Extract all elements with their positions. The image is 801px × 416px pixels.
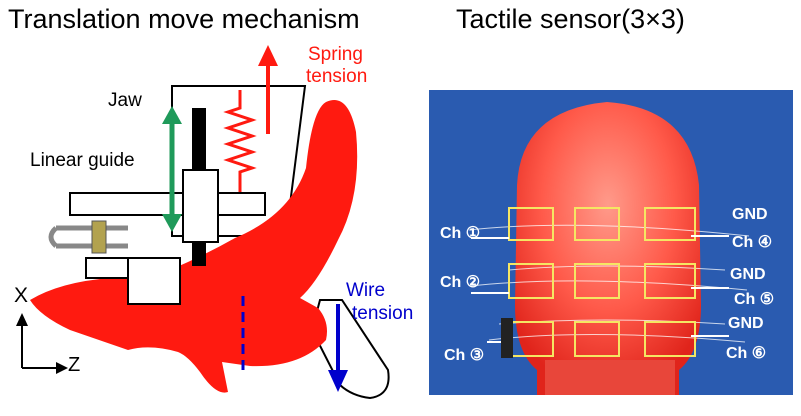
sensor-cell-2-1 xyxy=(508,263,554,299)
silicone-tongue xyxy=(515,102,701,395)
sensor-clip xyxy=(501,318,513,358)
sensor-cell-2-2 xyxy=(574,263,620,299)
wire-tension-label-1: Wire xyxy=(346,280,386,301)
axis-x-label: X xyxy=(14,284,29,307)
ch1-label: Ch ① xyxy=(440,225,481,242)
guide-arrow-head-up xyxy=(162,106,182,124)
base-block xyxy=(127,257,181,305)
guide-arrow-head-down xyxy=(162,214,182,232)
sensor-cell-1-3 xyxy=(644,207,696,241)
left-panel-title: Translation move mechanism xyxy=(8,4,360,34)
sensor-cell-1-2 xyxy=(574,207,620,241)
tactile-sensor-photo xyxy=(429,90,793,395)
ch5-label: Ch ⑤ xyxy=(734,291,775,308)
spring-zigzag xyxy=(223,90,257,192)
ch6-label: Ch ⑥ xyxy=(726,345,767,362)
tongue-base xyxy=(545,360,675,395)
spring-arrow-head xyxy=(258,45,278,66)
ch2-label: Ch ② xyxy=(440,274,481,291)
spring-tension-label-2: tension xyxy=(306,66,368,87)
sensor-cell-2-3 xyxy=(644,263,696,299)
tongue-shape xyxy=(30,100,358,393)
sensor-cell-1-1 xyxy=(508,207,554,241)
gnd1-label: GND xyxy=(732,206,768,223)
jaw-label: Jaw xyxy=(108,90,142,111)
bolt-nut xyxy=(91,220,107,254)
wire-arrow-head xyxy=(328,370,348,392)
spring-tension-label-1: Spring xyxy=(308,44,363,65)
spring-bolt xyxy=(48,225,128,249)
ch3-label: Ch ③ xyxy=(444,347,485,364)
sensor-cell-3-3 xyxy=(644,321,696,357)
sensor-grid xyxy=(508,207,696,357)
ch4-label: Ch ④ xyxy=(732,234,773,251)
label-leader-lines xyxy=(471,235,729,343)
wire-tension-label-2: tension xyxy=(352,303,414,324)
linear-guide-label: Linear guide xyxy=(30,150,135,171)
mechanism-diagram xyxy=(16,45,390,400)
sensor-cell-3-2 xyxy=(574,321,620,357)
gnd2-label: GND xyxy=(730,266,766,283)
x-axis-arrowhead xyxy=(16,313,28,326)
crossbar-plate xyxy=(69,192,266,216)
z-axis-arrowhead xyxy=(56,362,68,374)
right-panel-title: Tactile sensor(3×3) xyxy=(456,4,685,34)
slider-block xyxy=(182,169,219,243)
gnd3-label: GND xyxy=(728,315,764,332)
wire-loop xyxy=(310,299,390,400)
axis-z-label: Z xyxy=(68,354,81,376)
